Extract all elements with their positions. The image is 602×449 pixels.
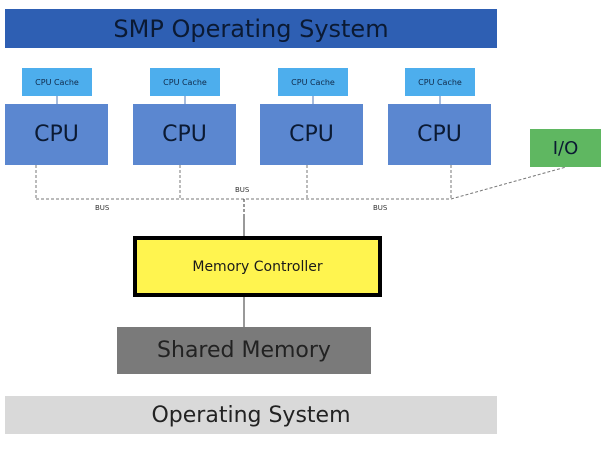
cpu-2: CPU [133, 104, 236, 165]
cpu-cache-label: CPU Cache [291, 77, 335, 87]
io-bus-link [450, 166, 567, 200]
cpu-cache-4: CPU Cache [405, 68, 475, 96]
bus-label-left: BUS [95, 204, 110, 212]
cpu-1: CPU [5, 104, 108, 165]
io-label: I/O [552, 137, 579, 159]
cpu-label: CPU [162, 122, 207, 147]
cpu-label: CPU [289, 122, 334, 147]
cpu-4: CPU [388, 104, 491, 165]
cpu-cache-label: CPU Cache [35, 77, 79, 87]
cpu-label: CPU [34, 122, 79, 147]
smp-os-title: SMP Operating System [113, 14, 389, 43]
operating-system-label: Operating System [151, 402, 351, 428]
shared-memory: Shared Memory [117, 327, 371, 374]
cpu-cache-1: CPU Cache [22, 68, 92, 96]
shared-memory-label: Shared Memory [157, 338, 331, 363]
memory-controller: Memory Controller [133, 236, 382, 297]
bus-label-right: BUS [373, 204, 388, 212]
cpu-label: CPU [417, 122, 462, 147]
smp-os-title-bar: SMP Operating System [5, 9, 497, 48]
bus-label-center: BUS [235, 186, 250, 194]
cpu-cache-3: CPU Cache [278, 68, 348, 96]
io-block: I/O [530, 129, 601, 167]
cpu-cache-label: CPU Cache [418, 77, 462, 87]
cpu-cache-2: CPU Cache [150, 68, 220, 96]
cpu-cache-label: CPU Cache [163, 77, 207, 87]
cpu-3: CPU [260, 104, 363, 165]
memory-controller-label: Memory Controller [192, 258, 323, 275]
operating-system-bar: Operating System [5, 396, 497, 434]
